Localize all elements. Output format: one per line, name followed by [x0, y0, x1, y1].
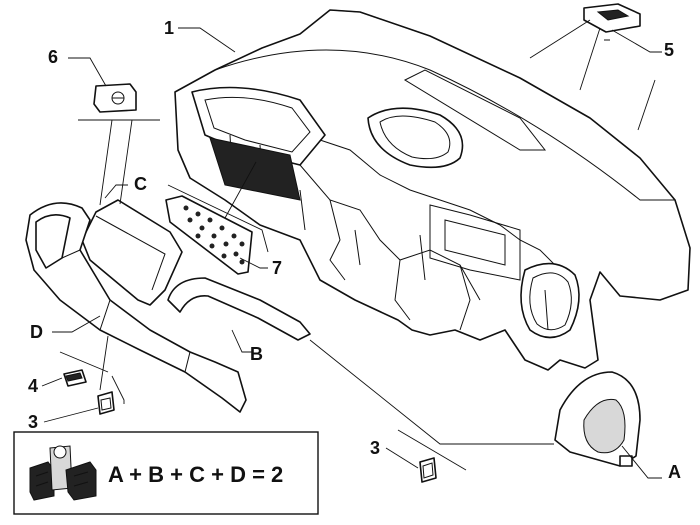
fastener-part-3-left[interactable]: [97, 391, 115, 415]
callout-4: 4: [28, 376, 38, 396]
fastener-part-3-bottom[interactable]: [419, 457, 437, 483]
dashboard-frame-part-1[interactable]: [174, 9, 691, 371]
callout-B: B: [250, 344, 263, 364]
callout-3-bottom: 3: [370, 438, 380, 458]
kit-legend-box: A + B + C + D = 2: [13, 431, 319, 515]
clip-part-4[interactable]: [63, 369, 87, 387]
callout-1: 1: [164, 18, 174, 38]
callout-C: C: [134, 174, 147, 194]
leader-lines: [41, 19, 662, 479]
callout-7: 7: [272, 258, 282, 278]
side-trim-part-B[interactable]: [167, 277, 311, 341]
callout-3-left: 3: [28, 412, 38, 432]
glovebox-lid-part-C[interactable]: [81, 199, 183, 306]
callout-A: A: [668, 462, 681, 482]
callout-6: 6: [48, 47, 58, 67]
kit-formula: A + B + C + D = 2: [108, 462, 283, 487]
callout-labels: 1 6 5 C 7 D B 4 3 3 A: [28, 18, 681, 482]
parts-kit-icon: [29, 445, 97, 501]
bracket-part-5[interactable]: [583, 3, 641, 33]
grille-insert-part-7[interactable]: [165, 195, 253, 275]
vent-bezel-part-A[interactable]: [554, 371, 641, 467]
lower-trim-part-D[interactable]: [25, 202, 247, 413]
clip-part-6[interactable]: [93, 83, 137, 113]
callout-5: 5: [664, 40, 674, 60]
callout-D: D: [30, 322, 43, 342]
